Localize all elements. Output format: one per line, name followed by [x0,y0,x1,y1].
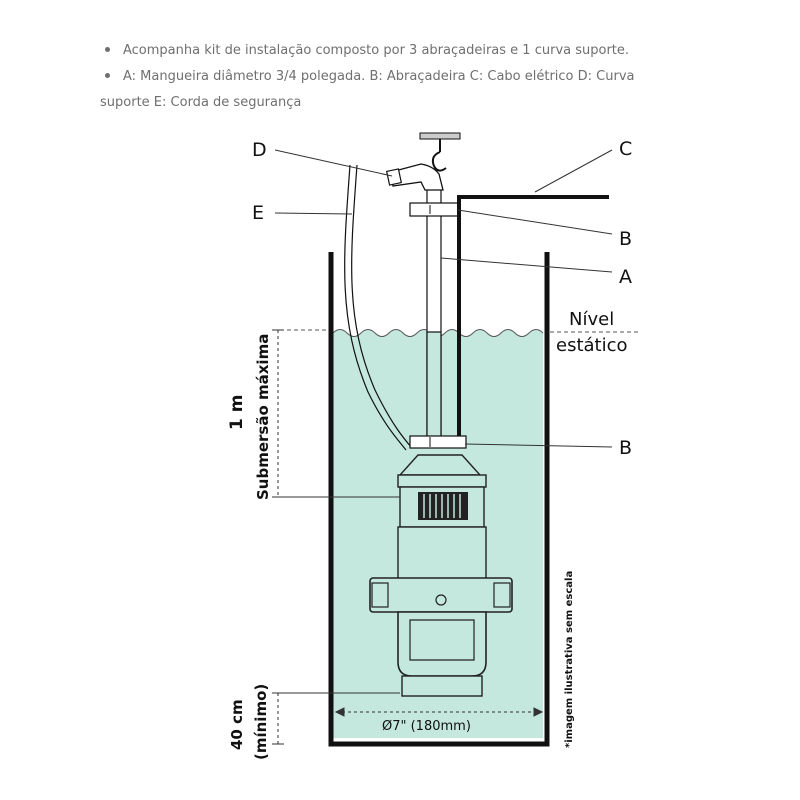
bullet-icon [105,47,110,52]
legend-key-c: C: [465,69,484,84]
clamp-b-top [409,202,459,217]
legend-text-d-cont: suporte [100,95,150,110]
submersion-value: 1 m [227,395,247,430]
legend-key-d: D: [573,69,593,84]
label-b-top: B [619,228,632,250]
label-e: E [252,202,264,224]
label-a: A [619,266,632,288]
legend-key-b: B: [365,69,383,84]
legend-key-a: A: [123,69,137,84]
static-level-label-line2: estático [556,335,628,356]
legend-key-e: E: [149,95,167,110]
label-c: C [619,138,632,160]
min-dimension [272,692,400,745]
static-level-label-line1: Nível [569,309,614,330]
diameter-label: Ø7" (180mm) [382,719,471,734]
diameter-dimension [334,707,544,717]
well-wall [328,252,550,747]
legend-text-a: Mangueira diâmetro 3/4 polegada. [136,69,366,84]
submersion-dimension [272,329,400,498]
safety-rope-e [351,164,413,449]
bullet-item-legend-cont: suporte E: Corda de segurança [100,90,740,116]
hose-a [426,187,442,439]
bullet-text: Acompanha kit de instalação composto por… [123,43,630,58]
support-hook [419,132,461,172]
disclaimer-text: *imagem ilustrativa sem escala [564,571,575,748]
label-b-mid: B [619,437,632,459]
min-label: (mínimo) [252,684,270,760]
pump-body [369,454,513,697]
submersion-label: Submersão máxima [254,334,272,500]
legend-text-c: Cabo elétrico [483,69,574,84]
description-list: Acompanha kit de instalação composto por… [100,38,740,116]
electric-cable-c [457,195,609,444]
legend-text-e: Corda de segurança [166,95,302,110]
clamp-b-mid [409,435,467,449]
leader-lines [274,149,613,448]
legend-text-b: Abraçadeira [382,69,466,84]
label-d: D [252,139,267,161]
bullet-item-kit: Acompanha kit de instalação composto por… [100,38,740,64]
bullet-item-legend: A: Mangueira diâmetro 3/4 polegada. B: A… [100,64,740,90]
elbow-d [385,163,444,191]
legend-text-d: Curva [592,69,635,84]
min-value: 40 cm [228,699,246,750]
bullet-icon [105,73,110,78]
